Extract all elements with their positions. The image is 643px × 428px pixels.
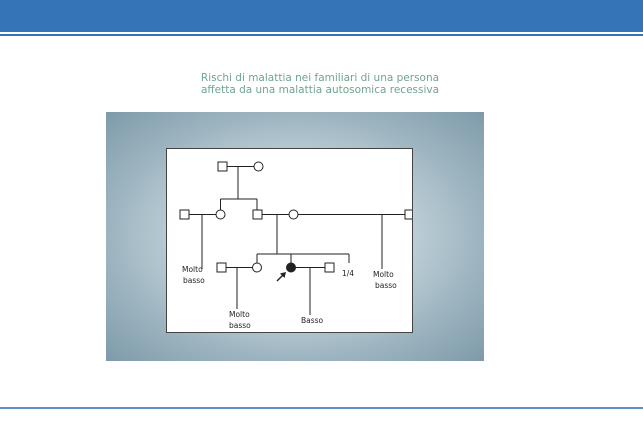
male-square-icon — [217, 161, 228, 172]
cousin-risk-label-2: basso — [229, 321, 251, 330]
pedigree-diagram: Molto basso Molto basso Molto basso Bass… — [179, 161, 412, 330]
slide-title-line-2: affetta da una malattia autosomica reces… — [200, 84, 440, 96]
sibling-risk-label: 1/4 — [342, 269, 354, 278]
male-square-icon — [252, 209, 263, 220]
proband-arrow-icon — [276, 272, 286, 282]
affected-female-icon — [286, 262, 296, 273]
male-square-icon — [324, 262, 335, 273]
female-circle-icon — [253, 161, 264, 172]
female-circle-icon — [215, 209, 226, 220]
slide-title: Rischi di malattia nei familiari di una … — [150, 72, 490, 96]
male-square-icon — [179, 209, 190, 220]
left-risk-label-2: basso — [183, 276, 205, 285]
child-risk-label: Basso — [301, 316, 324, 325]
slide-title-line-1: Rischi di malattia nei familiari di una … — [200, 72, 440, 84]
male-square-icon — [404, 209, 412, 220]
header-bar — [0, 0, 643, 32]
pedigree-panel: Molto basso Molto basso Molto basso Bass… — [166, 148, 413, 333]
left-risk-label-1: Molto — [182, 265, 203, 274]
female-circle-icon — [288, 209, 299, 220]
header-rule — [0, 34, 643, 36]
footer-rule — [0, 407, 643, 409]
right-risk-label-2: basso — [375, 281, 397, 290]
right-risk-label-1: Molto — [373, 270, 394, 279]
female-circle-icon — [252, 262, 262, 273]
cousin-risk-label-1: Molto — [229, 310, 250, 319]
male-square-icon — [216, 262, 227, 273]
